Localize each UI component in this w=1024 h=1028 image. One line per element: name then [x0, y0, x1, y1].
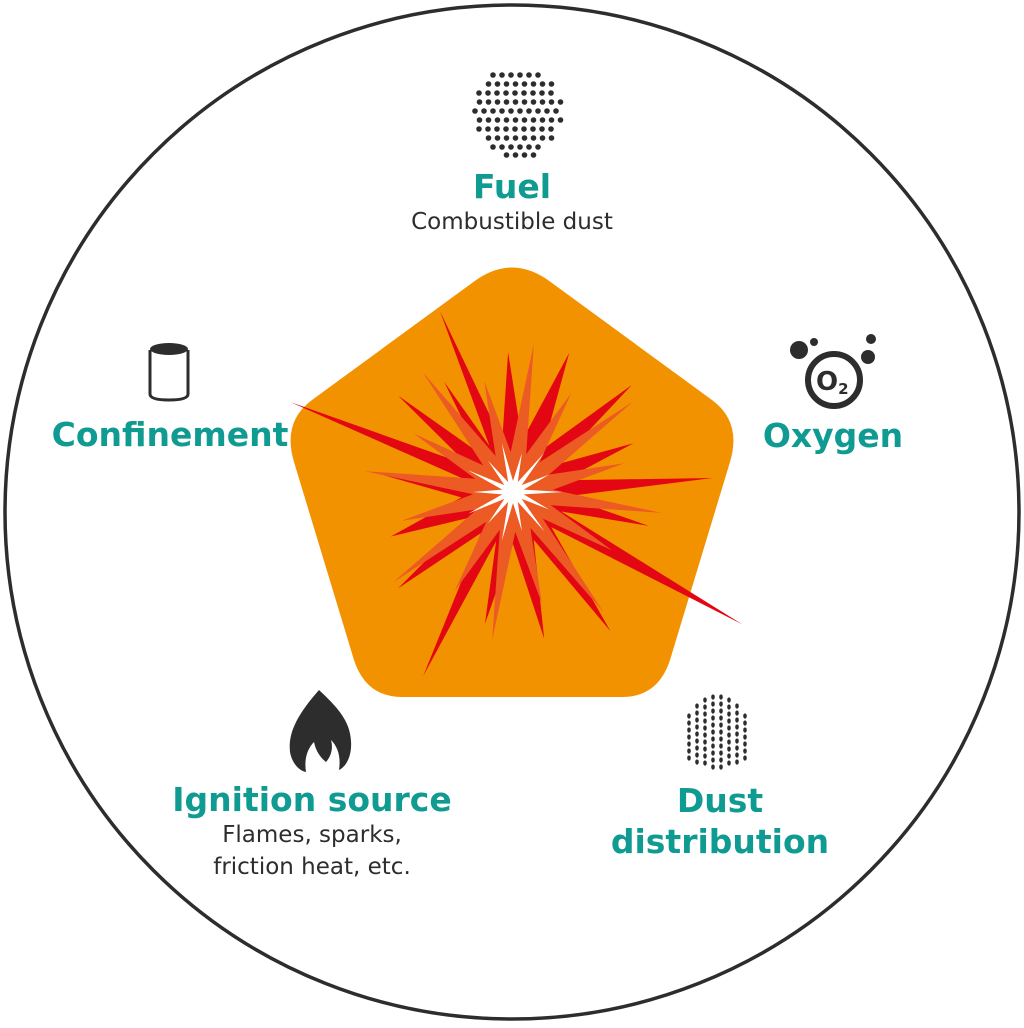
flame-icon	[289, 690, 352, 772]
explosion-burst-icon	[290, 311, 743, 677]
ignition-source-subtitle-line-1: Flames, sparks,	[222, 822, 402, 849]
oxygen-o2-icon: O2	[790, 334, 876, 409]
confinement-title: Confinement	[51, 415, 289, 454]
confinement-label-group: Confinement	[40, 414, 300, 455]
ignition-source-subtitle-line-2: friction heat, etc.	[213, 853, 411, 880]
container-cylinder-icon	[148, 343, 190, 402]
fuel-label-group: Fuel Combustible dust	[362, 166, 662, 239]
oxygen-label-group: Oxygen	[733, 415, 933, 456]
oxygen-title: Oxygen	[762, 416, 904, 455]
dust-distribution-title-line-2: distribution	[610, 822, 830, 862]
fuel-subtitle: Combustible dust	[411, 209, 613, 236]
dust-dispersion-icon	[687, 694, 747, 770]
dust-particles-icon	[472, 72, 564, 158]
dust-distribution-title-line-1: Dust	[676, 781, 764, 820]
ignition-source-title: Ignition source	[172, 780, 452, 819]
fuel-title: Fuel	[472, 167, 552, 206]
dust-distribution-label-group: Dust distribution	[590, 780, 850, 863]
burst-core	[468, 443, 563, 541]
outer-circle	[3, 3, 1021, 1021]
ignition-source-label-group: Ignition source Flames, sparks, friction…	[162, 779, 462, 884]
